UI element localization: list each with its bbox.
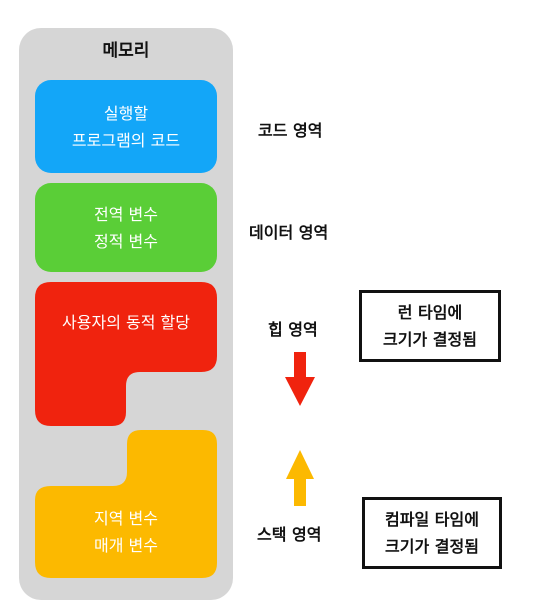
runtime-note-line1: 런 타임에 [397, 303, 463, 322]
compile-note-box: 컴파일 타임에 크기가 결정됨 [362, 497, 502, 569]
runtime-note-box: 런 타임에 크기가 결정됨 [359, 290, 501, 362]
stack-block-line1: 지역 변수 [94, 509, 158, 528]
compile-note-line2: 크기가 결정됨 [385, 537, 479, 556]
code-segment-block: 실행할 프로그램의 코드 [35, 80, 217, 173]
code-block-line1: 실행할 [103, 103, 149, 123]
code-region-label: 코드 영역 [258, 121, 323, 140]
runtime-note-line2: 크기가 결정됨 [383, 330, 477, 349]
heap-region-label: 힙 영역 [268, 320, 318, 339]
code-block-line2: 프로그램의 코드 [71, 130, 181, 150]
heap-block-text: 사용자의 동적 할당 [62, 313, 190, 332]
data-block-line2: 정적 변수 [94, 231, 158, 251]
stack-block-text: 지역 변수 매개 변수 [35, 505, 217, 559]
compile-note-line1: 컴파일 타임에 [385, 510, 479, 529]
stack-region-label: 스택 영역 [257, 525, 322, 544]
stack-block-line2: 매개 변수 [94, 536, 158, 555]
memory-title: 메모리 [102, 41, 150, 61]
data-region-label: 데이터 영역 [249, 223, 329, 242]
data-segment-block: 전역 변수 정적 변수 [35, 183, 217, 272]
data-block-line1: 전역 변수 [94, 204, 158, 224]
